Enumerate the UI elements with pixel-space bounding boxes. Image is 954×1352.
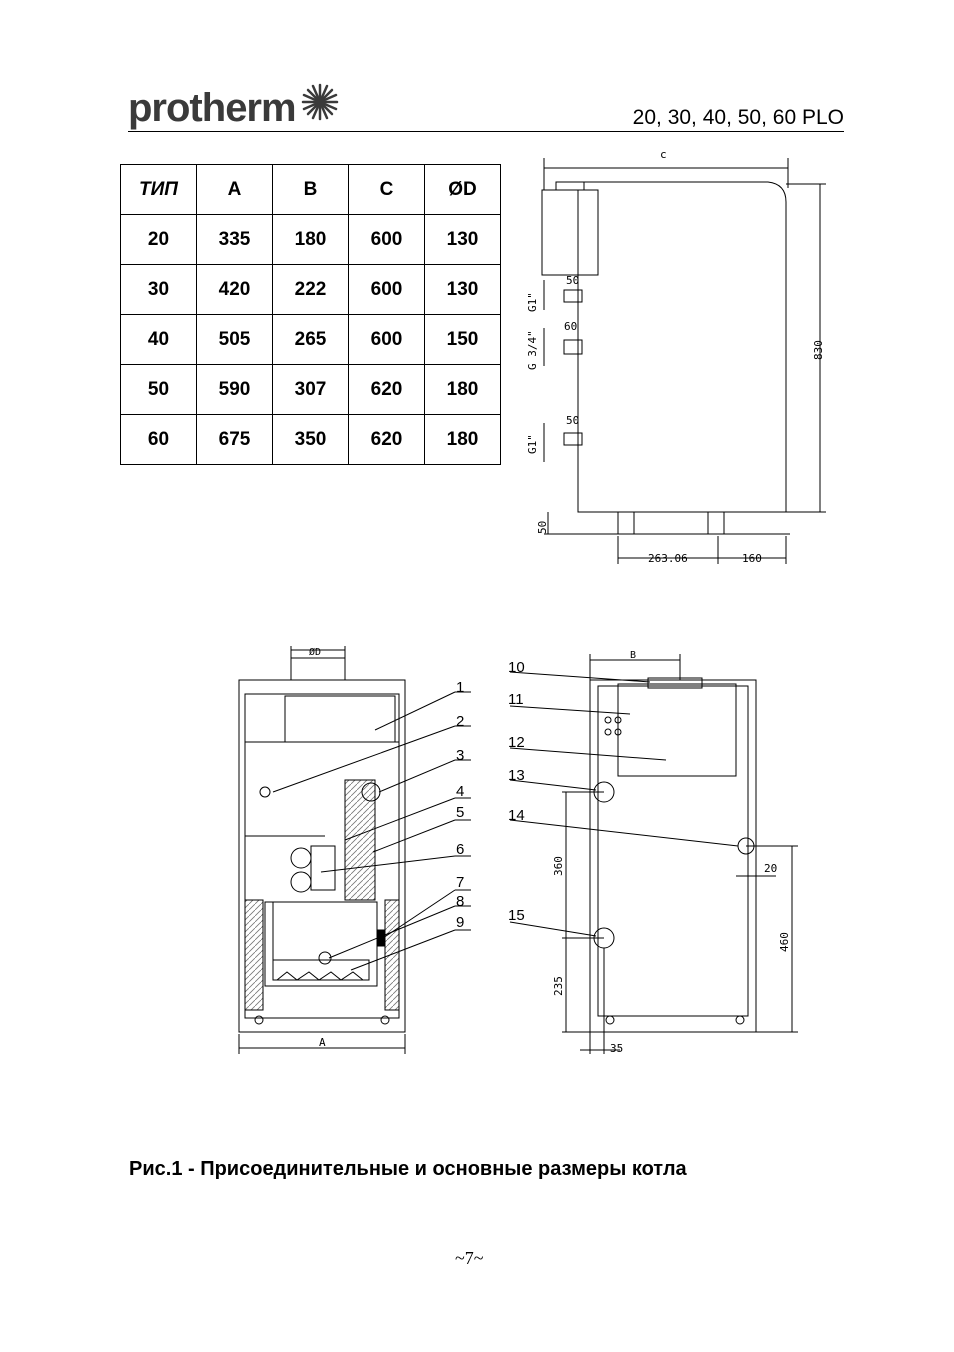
dimensions-table: ТИП A B C ØD 20 335 180 600 130 30 420 2… bbox=[120, 164, 501, 465]
dim-235: 235 bbox=[552, 976, 565, 996]
callout-11: 11 bbox=[508, 691, 524, 708]
dim-263: 263.06 bbox=[648, 552, 688, 565]
table-cell: 180 bbox=[424, 414, 501, 465]
thread-g34: G 3/4" bbox=[526, 330, 539, 370]
table-cell: 600 bbox=[348, 214, 425, 265]
table-cell: 600 bbox=[348, 314, 425, 365]
callout-14: 14 bbox=[508, 807, 525, 824]
callout-12: 12 bbox=[508, 734, 525, 751]
dim-50-bottom: 50 bbox=[566, 414, 579, 427]
table-header-cell: C bbox=[348, 164, 425, 215]
page-number: ~7~ bbox=[455, 1248, 484, 1268]
dim-c: c bbox=[660, 148, 667, 161]
dim-830: 830 bbox=[812, 340, 825, 360]
dim-50-foot: 50 bbox=[536, 521, 549, 534]
callout-2: 2 bbox=[456, 713, 464, 730]
table-row: 60 675 350 620 180 bbox=[120, 414, 501, 465]
dim-20: 20 bbox=[764, 862, 777, 875]
table-cell: 222 bbox=[272, 264, 349, 315]
table-header-row: ТИП A B C ØD bbox=[120, 164, 501, 215]
dim-460: 460 bbox=[778, 932, 791, 952]
callout-3: 3 bbox=[456, 747, 464, 764]
callout-7: 7 bbox=[456, 874, 464, 891]
table-cell: 180 bbox=[424, 364, 501, 415]
back-view-drawing: B 10 11 12 13 14 15 360 235 460 20 35 bbox=[508, 650, 798, 1055]
callout-13: 13 bbox=[508, 767, 525, 784]
table-cell: 600 bbox=[348, 264, 425, 315]
dim-50-top: 50 bbox=[566, 274, 579, 287]
thread-g1-top: G1" bbox=[526, 292, 539, 312]
dim-35: 35 bbox=[610, 1042, 623, 1055]
table-row: 20 335 180 600 130 bbox=[120, 214, 501, 265]
dim-a: A bbox=[319, 1036, 326, 1049]
table-cell: 620 bbox=[348, 364, 425, 415]
callout-8: 8 bbox=[456, 893, 464, 910]
callout-9: 9 bbox=[456, 914, 464, 931]
table-cell: 40 bbox=[120, 314, 197, 365]
table-cell: 590 bbox=[196, 364, 273, 415]
table-row: 40 505 265 600 150 bbox=[120, 314, 501, 365]
table-header-cell: ØD bbox=[424, 164, 501, 215]
table-cell: 150 bbox=[424, 314, 501, 365]
table-row: 50 590 307 620 180 bbox=[120, 364, 501, 415]
table-cell: 350 bbox=[272, 414, 349, 465]
table-cell: 620 bbox=[348, 414, 425, 465]
table-cell: 420 bbox=[196, 264, 273, 315]
table-header-cell: A bbox=[196, 164, 273, 215]
table-cell: 130 bbox=[424, 264, 501, 315]
table-header-cell: B bbox=[272, 164, 349, 215]
callout-5: 5 bbox=[456, 804, 464, 821]
table-cell: 675 bbox=[196, 414, 273, 465]
callout-1: 1 bbox=[456, 679, 464, 696]
figure-caption: Рис.1 - Присоединительные и основные раз… bbox=[129, 1158, 687, 1180]
table-cell: 50 bbox=[120, 364, 197, 415]
dim-od: ØD bbox=[309, 646, 321, 658]
protherm-logo: protherm bbox=[128, 86, 297, 131]
callout-15: 15 bbox=[508, 907, 525, 924]
dim-b: B bbox=[630, 650, 636, 661]
callout-6: 6 bbox=[456, 841, 464, 858]
table-header-cell: ТИП bbox=[120, 164, 197, 215]
callout-10: 10 bbox=[508, 659, 525, 676]
callout-4: 4 bbox=[456, 783, 464, 800]
table-cell: 335 bbox=[196, 214, 273, 265]
table-cell: 180 bbox=[272, 214, 349, 265]
dim-60: 60 bbox=[564, 320, 577, 333]
table-cell: 505 bbox=[196, 314, 273, 365]
thread-g1-bottom: G1" bbox=[526, 434, 539, 454]
logo-text: protherm bbox=[128, 86, 297, 130]
header-divider bbox=[128, 131, 844, 132]
table-cell: 60 bbox=[120, 414, 197, 465]
side-view-drawing: c 830 50 G1" 60 G 3/4" 50 G1" 50 263.06 … bbox=[526, 148, 826, 565]
dim-160: 160 bbox=[742, 552, 762, 565]
model-range: 20, 30, 40, 50, 60 PLO bbox=[632, 106, 844, 129]
table-cell: 130 bbox=[424, 214, 501, 265]
front-view-drawing: ØD A 1 2 3 4 5 6 7 8 9 bbox=[238, 646, 471, 1054]
table-cell: 307 bbox=[272, 364, 349, 415]
dim-360: 360 bbox=[552, 856, 565, 876]
table-cell: 20 bbox=[120, 214, 197, 265]
star-icon bbox=[301, 83, 339, 121]
table-cell: 265 bbox=[272, 314, 349, 365]
table-row: 30 420 222 600 130 bbox=[120, 264, 501, 315]
table-cell: 30 bbox=[120, 264, 197, 315]
